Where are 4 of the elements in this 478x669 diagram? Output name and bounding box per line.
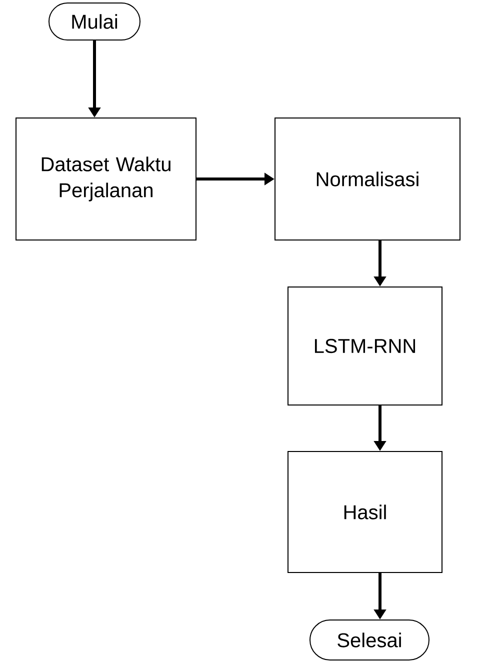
process-box: Normalisasi bbox=[274, 118, 460, 240]
process-box: Hasil bbox=[288, 451, 442, 573]
process-box: LSTM-RNN bbox=[288, 286, 442, 406]
process-box: Dataset Waktu Perjalanan bbox=[16, 118, 196, 240]
